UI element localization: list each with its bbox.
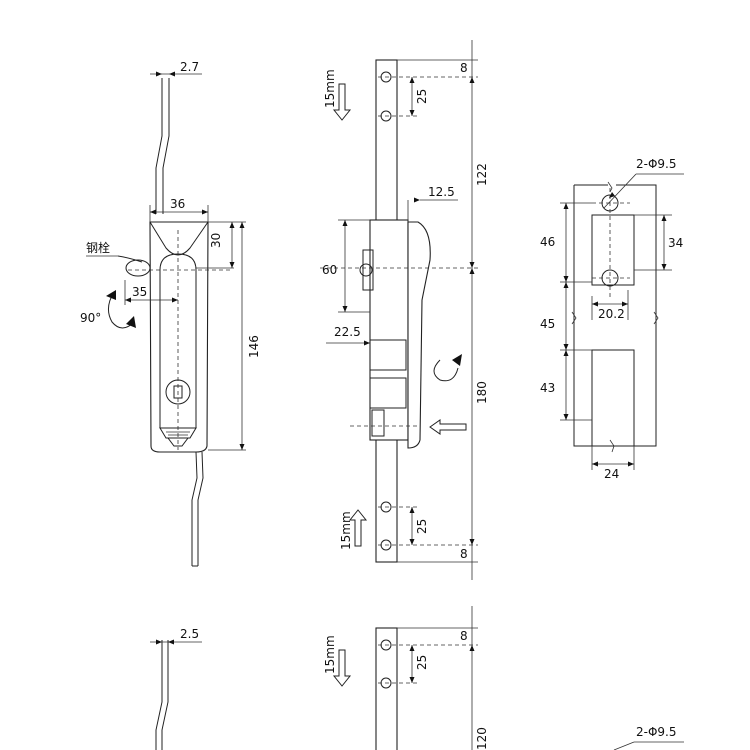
dim-lower-offset: 22.5 xyxy=(334,325,361,339)
dim-hole-bottom: 8 xyxy=(460,547,468,561)
dim-handle-length: 146 xyxy=(247,335,261,358)
dim-hole-spacing-2: 25 xyxy=(415,655,429,670)
dim-hole-top-2: 8 xyxy=(460,629,468,643)
lock-side-view: 8 25 122 180 12.5 60 22.5 25 xyxy=(320,40,489,580)
dim-to-bottom: 180 xyxy=(475,381,489,404)
panel-cutout-view-2: 2-Φ9.5 xyxy=(613,725,684,750)
dim-holes-2: 2-Φ9.5 xyxy=(636,725,677,739)
panel-cutout-view: 2-Φ9.5 46 34 20.2 45 xyxy=(540,157,684,481)
dim-to-center-2: 120 xyxy=(475,727,489,750)
dim-hole-spacing-bottom: 25 xyxy=(415,519,429,534)
dim-handle-protrusion: 12.5 xyxy=(428,185,455,199)
dim-upper: 46 xyxy=(540,235,555,249)
dim-width: 24 xyxy=(604,467,619,481)
dim-lower: 43 xyxy=(540,381,555,395)
dim-to-center: 122 xyxy=(475,163,489,186)
label-stroke-top-2: 15mm xyxy=(323,635,337,674)
dim-middle: 45 xyxy=(540,317,555,331)
dim-handle-top: 30 xyxy=(209,233,223,248)
label-stroke-bottom: 15mm xyxy=(339,511,353,550)
dim-base-height: 60 xyxy=(322,263,337,277)
dim-holes: 2-Φ9.5 xyxy=(636,157,677,171)
dim-rod-thickness: 2.7 xyxy=(180,60,199,74)
handle-front-view-2: 2.5 xyxy=(150,627,202,750)
dim-hole-top: 8 xyxy=(460,61,468,75)
dim-hole-spacing: 20.2 xyxy=(598,307,625,321)
dim-slot-height: 34 xyxy=(668,236,683,250)
label-stroke-top: 15mm xyxy=(323,69,337,108)
dim-bolt-offset: 35 xyxy=(132,285,147,299)
handle-front-view: 2.7 36 30 xyxy=(80,60,261,567)
lock-side-view-2: 8 25 120 15mm xyxy=(323,606,489,750)
dim-hole-spacing-top: 25 xyxy=(415,89,429,104)
dim-rod-thickness-2: 2.5 xyxy=(180,627,199,641)
dim-handle-width: 36 xyxy=(170,197,185,211)
label-bolt: 钢栓 xyxy=(86,240,110,255)
label-rotation: 90° xyxy=(80,311,101,325)
